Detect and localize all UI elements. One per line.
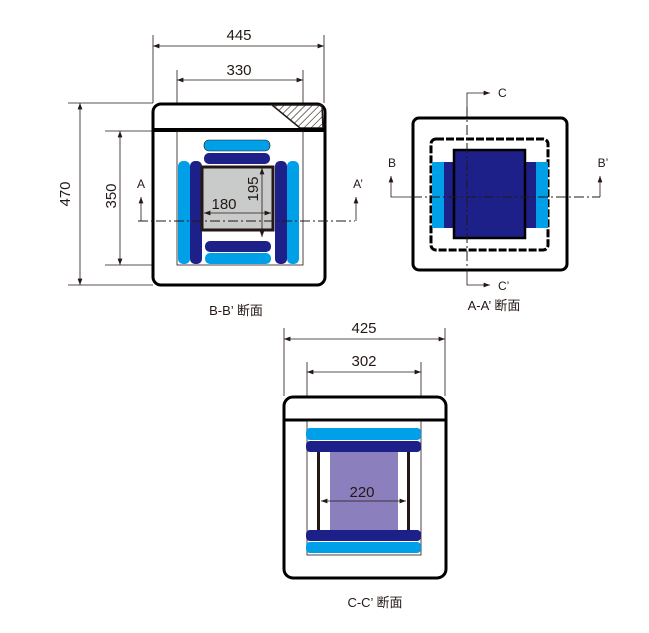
- section-label-a: A: [137, 177, 145, 191]
- dim-330: 330: [226, 62, 251, 79]
- view-cc: 425 302 220 C-C’ 断面: [282, 320, 448, 610]
- section-label-b-prime: B’: [598, 156, 609, 170]
- section-label-c: C: [498, 86, 507, 100]
- section-label-c-prime: C’: [498, 279, 509, 293]
- caption-bb: B-B’ 断面: [209, 303, 263, 318]
- view-aa: C C’ B B’ A-A’ 断面: [388, 86, 608, 313]
- caption-cc: C-C’ 断面: [347, 595, 402, 610]
- section-label-b: B: [388, 156, 396, 170]
- dim-445: 445: [226, 27, 251, 44]
- dim-180: 180: [211, 196, 236, 213]
- dim-425: 425: [351, 320, 376, 337]
- core-cc: [330, 452, 398, 530]
- core-aa: [452, 148, 527, 240]
- dim-350: 350: [103, 183, 120, 208]
- caption-aa: A-A’ 断面: [468, 298, 521, 313]
- view-bb: 445 330 470 350 180 195 A A’ B-B’ 断面: [57, 27, 363, 318]
- dim-195: 195: [245, 176, 262, 201]
- section-label-a-prime: A’: [353, 177, 363, 191]
- dim-470: 470: [57, 181, 74, 206]
- dim-220: 220: [349, 484, 374, 501]
- dim-302: 302: [351, 353, 376, 370]
